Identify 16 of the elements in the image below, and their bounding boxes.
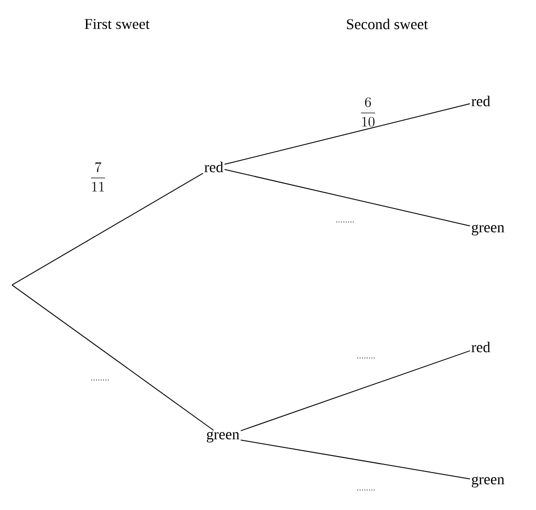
- column-heading: First sweet: [84, 18, 150, 30]
- outcome-label: red: [472, 342, 490, 352]
- outcome-label: green: [472, 224, 504, 236]
- outcome-label: green: [206, 432, 240, 442]
- branch-line: [240, 350, 470, 432]
- branch-line: [224, 169, 470, 226]
- branch-line: [240, 440, 470, 480]
- outcome-label: green: [472, 476, 504, 488]
- branch-line: [12, 172, 204, 286]
- outcome-label: red: [204, 162, 224, 172]
- column-heading: Second sweet: [346, 18, 428, 30]
- probability-fraction: $\frac{7}{11}$: [90, 162, 106, 192]
- branch-line: [12, 284, 214, 431]
- outcome-label: red: [472, 96, 490, 106]
- probability-fraction: $\frac{6}{10}$: [360, 97, 376, 127]
- branch-line: [224, 103, 470, 165]
